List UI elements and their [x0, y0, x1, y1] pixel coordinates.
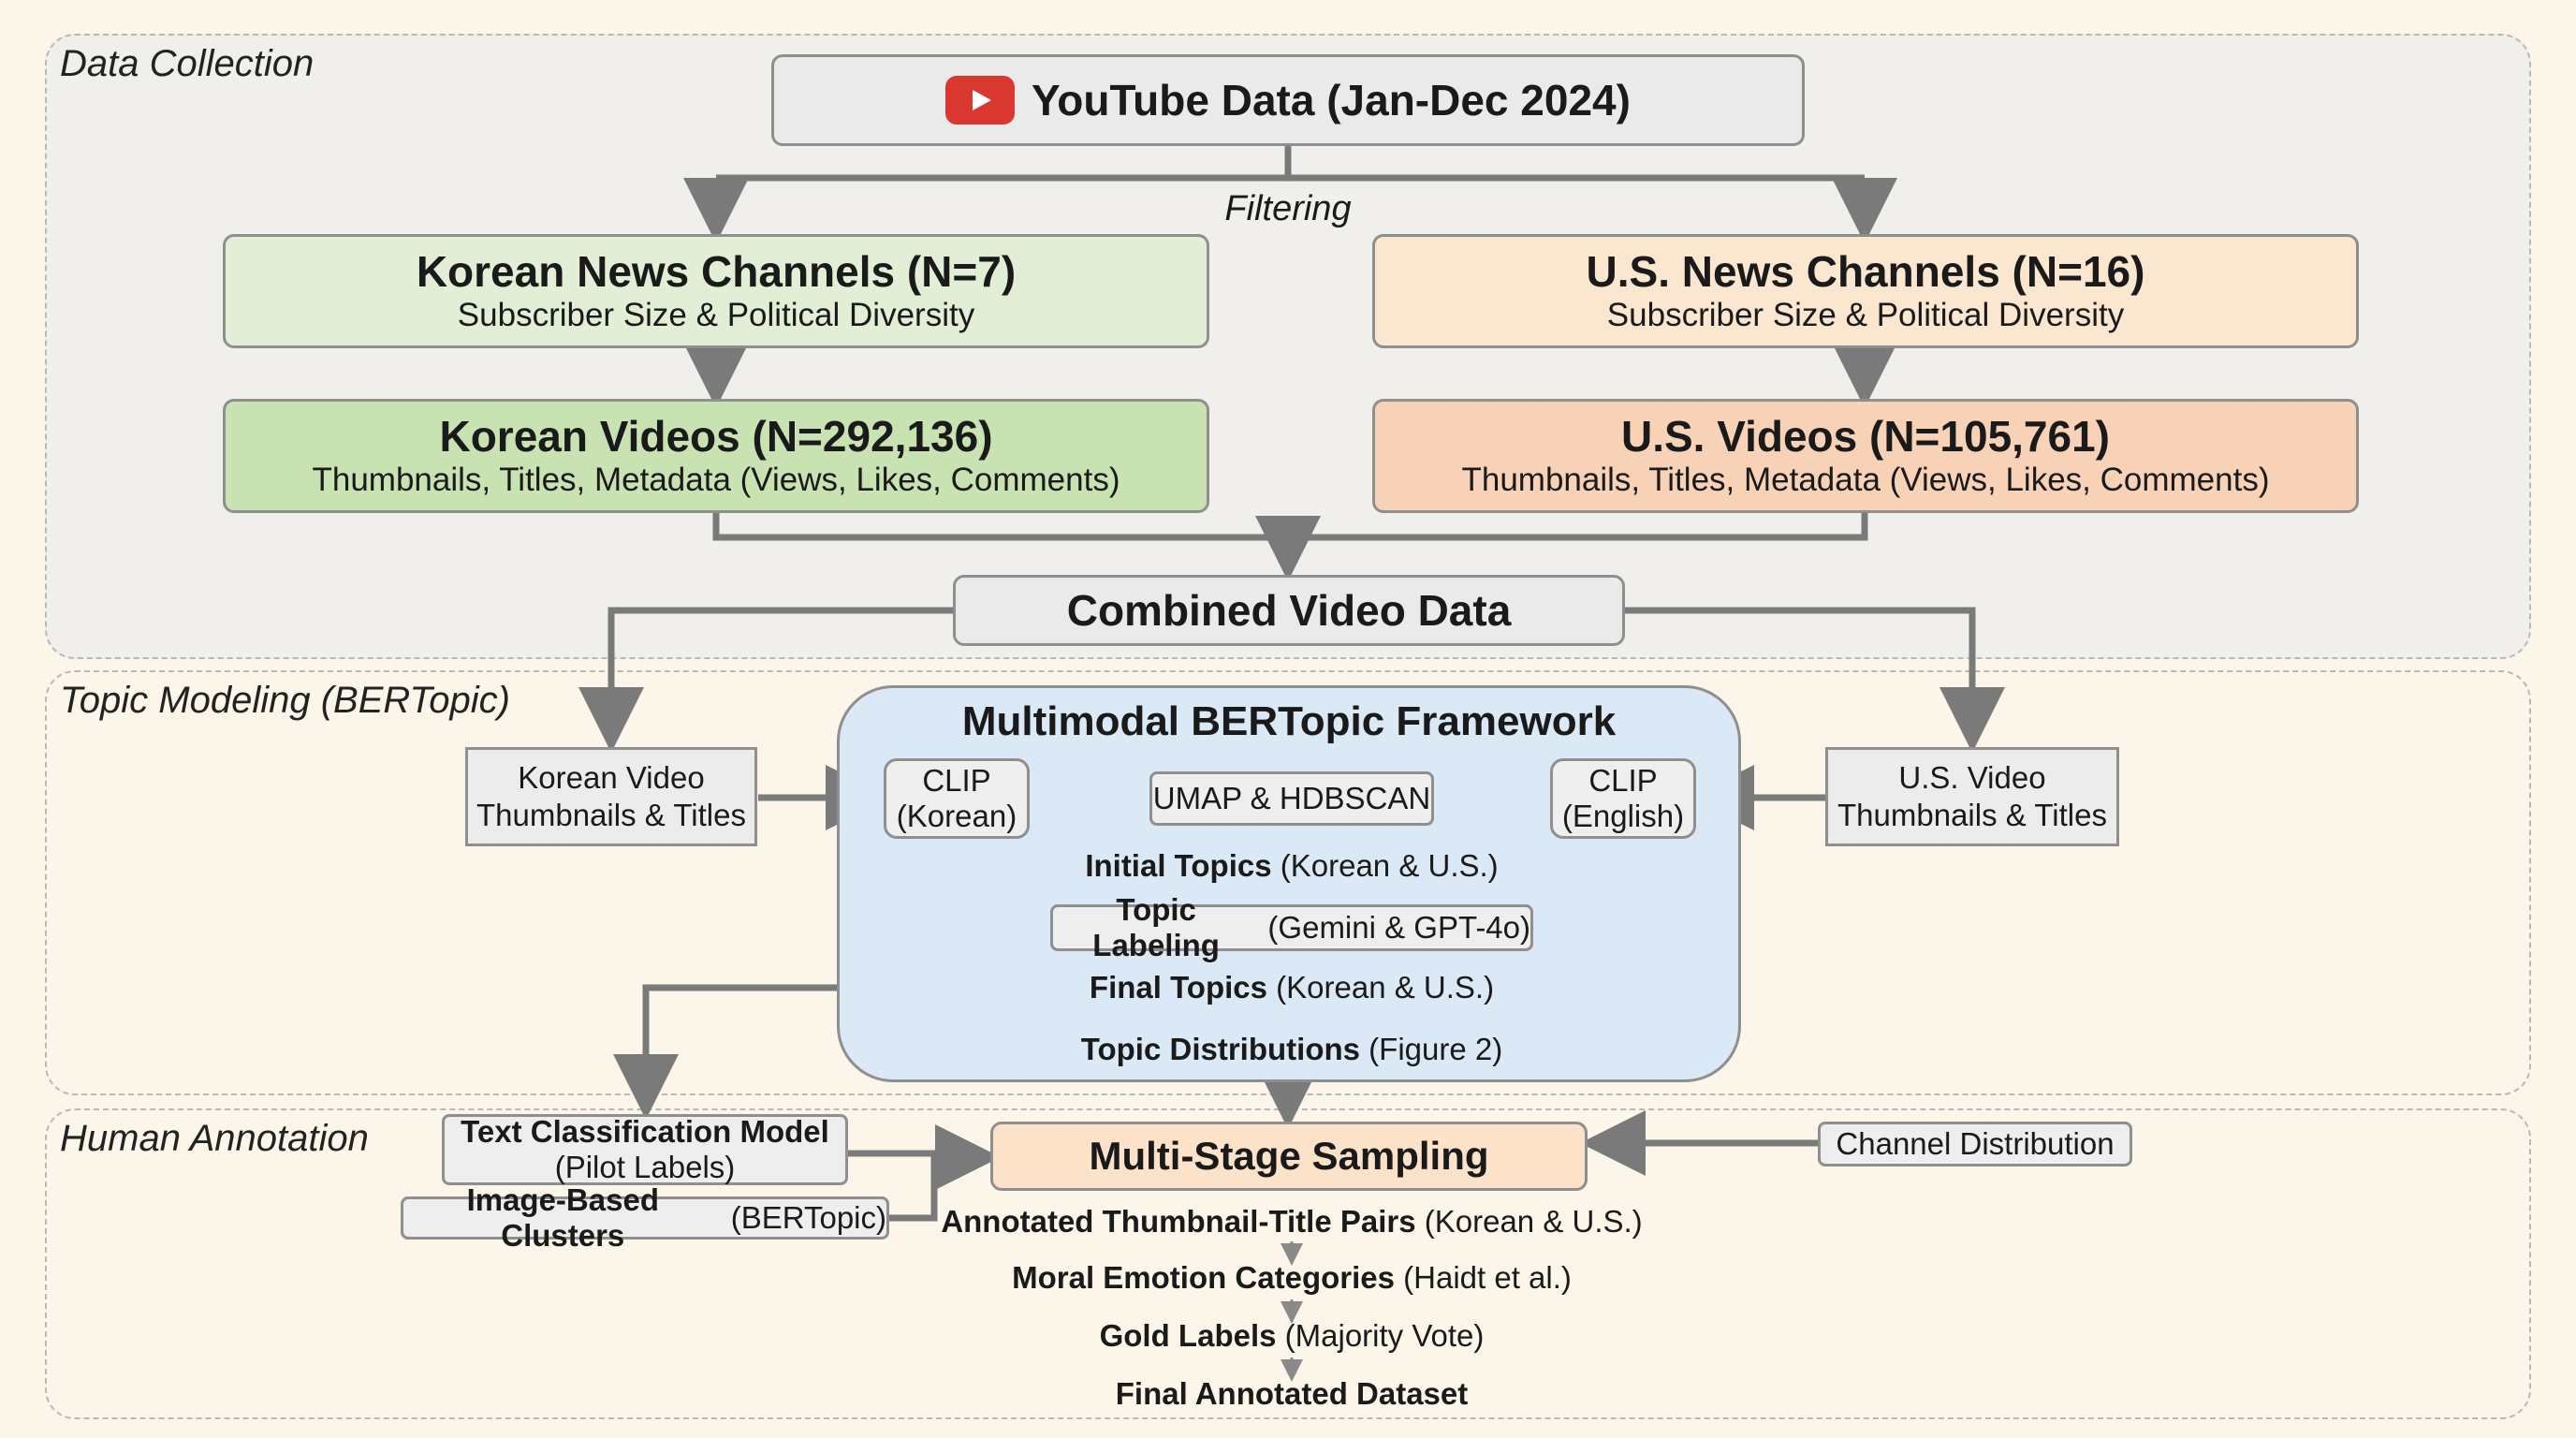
multi-stage-sampling-title: Multi-Stage Sampling	[1089, 1134, 1489, 1178]
final-dataset-step: Final Annotated Dataset	[1115, 1376, 1469, 1411]
topic-distributions-step: Topic Distributions (Figure 2)	[1081, 1032, 1502, 1067]
us-videos-box: U.S. Videos (N=105,761) Thumbnails, Titl…	[1372, 399, 2359, 513]
youtube-data-box: YouTube Data (Jan-Dec 2024)	[771, 54, 1805, 146]
topic-distributions-rest: (Figure 2)	[1360, 1032, 1503, 1066]
gold-labels-step: Gold Labels (Majority Vote)	[1100, 1318, 1485, 1354]
us-input-line2: Thumbnails & Titles	[1837, 798, 2107, 832]
topic-modeling-label: Topic Modeling (BERTopic)	[60, 680, 510, 721]
clip-korean-line1: CLIP	[922, 763, 991, 799]
korean-channels-box: Korean News Channels (N=7) Subscriber Si…	[223, 234, 1209, 348]
human-annotation-label: Human Annotation	[60, 1118, 369, 1159]
umap-hdbscan-box: UMAP & HDBSCAN	[1149, 771, 1434, 826]
korean-videos-sub: Thumbnails, Titles, Metadata (Views, Lik…	[312, 462, 1120, 499]
topic-labeling-box: Topic Labeling (Gemini & GPT-4o)	[1050, 892, 1533, 962]
framework-title: Multimodal BERTopic Framework	[961, 698, 1617, 744]
clip-english-line1: CLIP	[1588, 763, 1658, 799]
text-classification-line2: (Pilot Labels)	[554, 1150, 736, 1184]
korean-videos-title: Korean Videos (N=292,136)	[439, 411, 993, 461]
annotated-pairs-step: Annotated Thumbnail-Title Pairs (Korean …	[941, 1204, 1642, 1240]
us-input-box: U.S. Video Thumbnails & Titles	[1825, 747, 2119, 846]
annotated-pairs-bold: Annotated Thumbnail-Title Pairs	[941, 1204, 1416, 1239]
us-videos-sub: Thumbnails, Titles, Metadata (Views, Lik…	[1461, 462, 2270, 499]
youtube-play-icon	[945, 76, 1016, 125]
final-topics-rest: (Korean & U.S.)	[1266, 970, 1495, 1005]
korean-channels-title: Korean News Channels (N=7)	[416, 246, 1017, 296]
us-input-line1: U.S. Video	[1898, 760, 2046, 796]
annotated-pairs-rest: (Korean & U.S.)	[1415, 1204, 1643, 1239]
multi-stage-sampling-box: Multi-Stage Sampling	[990, 1122, 1588, 1191]
initial-topics-bold: Initial Topics	[1085, 848, 1272, 883]
umap-hdbscan-label: UMAP & HDBSCAN	[1152, 781, 1431, 815]
us-videos-title: U.S. Videos (N=105,761)	[1620, 411, 2110, 461]
moral-emotion-step: Moral Emotion Categories (Haidt et al.)	[1012, 1260, 1572, 1296]
topic-labeling-rest: (Gemini & GPT-4o)	[1259, 910, 1530, 945]
gold-labels-rest: (Majority Vote)	[1276, 1318, 1485, 1353]
korean-input-line1: Korean Video	[518, 760, 705, 796]
topic-labeling-bold: Topic Labeling	[1092, 892, 1220, 962]
moral-emotion-bold: Moral Emotion Categories	[1012, 1260, 1395, 1295]
korean-videos-box: Korean Videos (N=292,136) Thumbnails, Ti…	[223, 399, 1209, 513]
final-topics-bold: Final Topics	[1089, 970, 1267, 1005]
moral-emotion-rest: (Haidt et al.)	[1394, 1260, 1572, 1295]
channel-distribution-box: Channel Distribution	[1818, 1122, 2132, 1167]
image-clusters-box: Image-Based Clusters (BERTopic)	[401, 1182, 889, 1253]
clip-korean-line2: (Korean)	[896, 799, 1017, 833]
initial-topics-step: Initial Topics (Korean & U.S.)	[1085, 848, 1498, 884]
korean-channels-sub: Subscriber Size & Political Diversity	[457, 297, 975, 334]
initial-topics-rest: (Korean & U.S.)	[1271, 848, 1499, 883]
youtube-to-channels-arrow	[716, 146, 1865, 182]
topic-distributions-bold: Topic Distributions	[1080, 1032, 1360, 1066]
filtering-label: Filtering	[1224, 189, 1352, 228]
image-clusters-rest: (BERTopic)	[722, 1200, 886, 1235]
korean-input-box: Korean Video Thumbnails & Titles	[465, 747, 757, 846]
us-channels-sub: Subscriber Size & Political Diversity	[1606, 297, 2125, 334]
combined-to-korean-input-arrow	[578, 607, 953, 753]
final-topics-step: Final Topics (Korean & U.S.)	[1090, 970, 1494, 1005]
bertopic-framework-box	[837, 685, 1741, 1082]
combined-video-data-title: Combined Video Data	[1066, 585, 1512, 635]
us-channels-box: U.S. News Channels (N=16) Subscriber Siz…	[1372, 234, 2359, 348]
videos-to-combined-arrow	[712, 513, 1868, 568]
clip-korean-box: CLIP (Korean)	[884, 758, 1030, 839]
image-clusters-bold: Image-Based Clusters	[466, 1182, 659, 1253]
gold-labels-bold: Gold Labels	[1099, 1318, 1277, 1353]
data-collection-label: Data Collection	[60, 43, 315, 84]
clip-english-line2: (English)	[1561, 799, 1685, 833]
annotation-inputs-to-sampling-arrow	[848, 1153, 988, 1222]
channel-distribution-label: Channel Distribution	[1836, 1126, 2115, 1161]
combined-to-us-input-arrow	[1624, 607, 2005, 753]
text-classification-box: Text Classification Model (Pilot Labels)	[442, 1114, 848, 1185]
combined-video-data-box: Combined Video Data	[953, 575, 1625, 646]
text-classification-line1: Text Classification Model	[461, 1114, 829, 1150]
clip-english-box: CLIP (English)	[1550, 758, 1696, 839]
us-channels-title: U.S. News Channels (N=16)	[1586, 246, 2145, 296]
youtube-data-title: YouTube Data (Jan-Dec 2024)	[1032, 75, 1631, 125]
korean-input-line2: Thumbnails & Titles	[476, 798, 746, 832]
